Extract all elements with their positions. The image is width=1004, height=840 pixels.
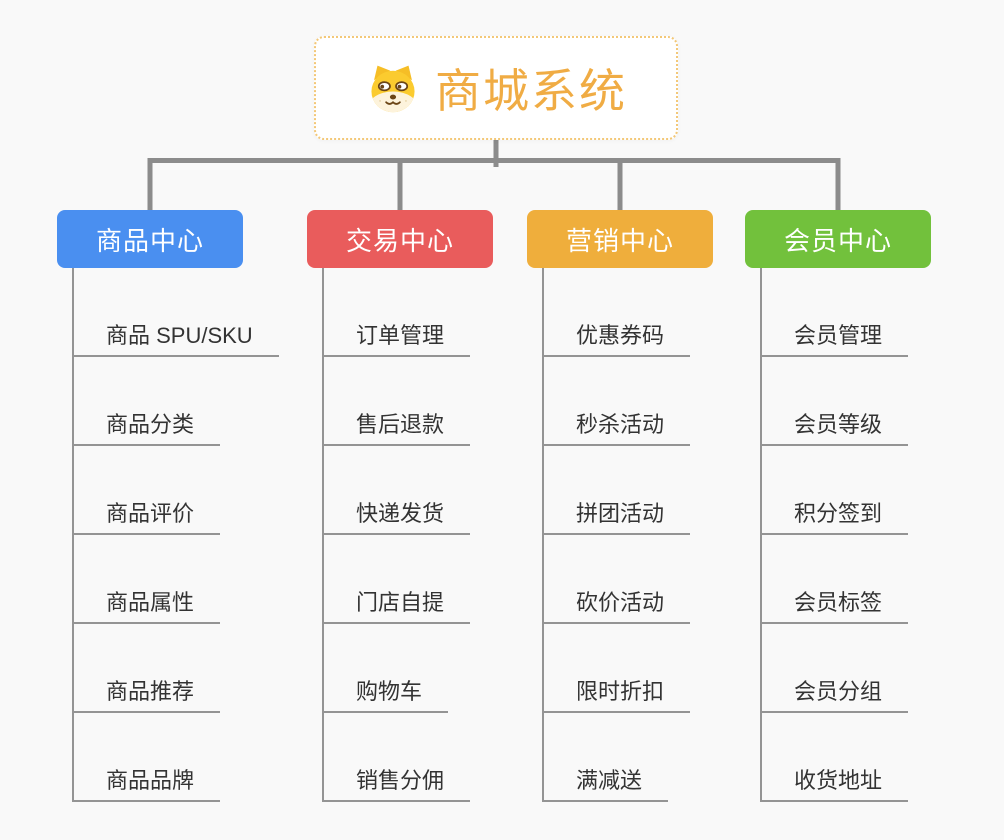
leaf-label: 快递发货 bbox=[324, 500, 471, 535]
leaf-label: 销售分佣 bbox=[324, 767, 471, 802]
leaf-node[interactable]: 商品分类 bbox=[74, 357, 279, 446]
branch-node-products[interactable]: 商品中心 bbox=[57, 210, 243, 268]
branch-column-products: 商品中心 商品 SPU/SKU 商品分类 商品评价 商品属性 商品推荐 商品品牌 bbox=[57, 210, 279, 802]
leaf-label: 收货地址 bbox=[762, 767, 909, 802]
leaf-node[interactable]: 满减送 bbox=[544, 713, 690, 802]
branch-column-marketing: 营销中心 优惠券码 秒杀活动 拼团活动 砍价活动 限时折扣 满减送 bbox=[527, 210, 713, 802]
leaf-label: 商品品牌 bbox=[74, 767, 221, 802]
leaf-label: 秒杀活动 bbox=[544, 411, 691, 446]
leaf-node[interactable]: 门店自提 bbox=[324, 535, 471, 624]
leaf-label: 门店自提 bbox=[324, 589, 471, 624]
leaf-node[interactable]: 会员管理 bbox=[762, 268, 909, 357]
leaf-list-marketing: 优惠券码 秒杀活动 拼团活动 砍价活动 限时折扣 满减送 bbox=[542, 268, 691, 802]
leaf-list-members: 会员管理 会员等级 积分签到 会员标签 会员分组 收货地址 bbox=[760, 268, 909, 802]
leaf-label: 购物车 bbox=[324, 678, 449, 713]
leaf-node[interactable]: 购物车 bbox=[324, 624, 470, 713]
leaf-node[interactable]: 订单管理 bbox=[324, 268, 471, 357]
leaf-node[interactable]: 快递发货 bbox=[324, 446, 471, 535]
leaf-label: 会员管理 bbox=[762, 322, 909, 357]
leaf-label: 商品评价 bbox=[74, 500, 221, 535]
leaf-node[interactable]: 优惠券码 bbox=[544, 268, 691, 357]
leaf-node[interactable]: 限时折扣 bbox=[544, 624, 691, 713]
leaf-label: 会员等级 bbox=[762, 411, 909, 446]
leaf-label: 拼团活动 bbox=[544, 500, 691, 535]
leaf-node[interactable]: 会员标签 bbox=[762, 535, 909, 624]
leaf-node[interactable]: 积分签到 bbox=[762, 446, 909, 535]
branch-label: 营销中心 bbox=[565, 225, 674, 256]
leaf-label: 商品属性 bbox=[74, 589, 221, 624]
branch-column-members: 会员中心 会员管理 会员等级 积分签到 会员标签 会员分组 收货地址 bbox=[745, 210, 931, 802]
leaf-node[interactable]: 会员等级 bbox=[762, 357, 909, 446]
leaf-node[interactable]: 会员分组 bbox=[762, 624, 909, 713]
root-title: 商城系统 bbox=[435, 65, 627, 117]
leaf-node[interactable]: 销售分佣 bbox=[324, 713, 471, 802]
leaf-node[interactable]: 商品品牌 bbox=[74, 713, 279, 802]
leaf-node[interactable]: 拼团活动 bbox=[544, 446, 691, 535]
leaf-node[interactable]: 商品 SPU/SKU bbox=[74, 268, 279, 357]
leaf-label: 商品推荐 bbox=[74, 678, 221, 713]
leaf-list-trade: 订单管理 售后退款 快递发货 门店自提 购物车 销售分佣 bbox=[322, 268, 471, 802]
leaf-node[interactable]: 商品推荐 bbox=[74, 624, 279, 713]
leaf-label: 会员分组 bbox=[762, 678, 909, 713]
branch-node-marketing[interactable]: 营销中心 bbox=[527, 210, 713, 268]
leaf-label: 限时折扣 bbox=[544, 678, 691, 713]
leaf-label: 订单管理 bbox=[324, 322, 471, 357]
branch-node-members[interactable]: 会员中心 bbox=[745, 210, 931, 268]
branch-label: 交易中心 bbox=[345, 225, 454, 256]
leaf-node[interactable]: 商品评价 bbox=[74, 446, 279, 535]
leaf-node[interactable]: 商品属性 bbox=[74, 535, 279, 624]
branch-node-trade[interactable]: 交易中心 bbox=[307, 210, 493, 268]
leaf-node[interactable]: 砍价活动 bbox=[544, 535, 691, 624]
root-node[interactable]: 商城系统 bbox=[314, 36, 678, 140]
leaf-label: 售后退款 bbox=[324, 411, 471, 446]
branch-label: 商品中心 bbox=[95, 225, 204, 256]
leaf-label: 满减送 bbox=[544, 767, 669, 802]
branch-column-trade: 交易中心 订单管理 售后退款 快递发货 门店自提 购物车 销售分佣 bbox=[307, 210, 493, 802]
leaf-label: 砍价活动 bbox=[544, 589, 691, 624]
shiba-dog-face-icon bbox=[365, 63, 421, 113]
leaf-node[interactable]: 售后退款 bbox=[324, 357, 471, 446]
leaf-node[interactable]: 秒杀活动 bbox=[544, 357, 691, 446]
leaf-label: 优惠券码 bbox=[544, 322, 691, 357]
leaf-label: 商品分类 bbox=[74, 411, 221, 446]
leaf-label: 积分签到 bbox=[762, 500, 909, 535]
leaf-node[interactable]: 收货地址 bbox=[762, 713, 909, 802]
leaf-label: 会员标签 bbox=[762, 589, 909, 624]
branch-label: 会员中心 bbox=[783, 225, 892, 256]
leaf-label: 商品 SPU/SKU bbox=[74, 322, 279, 357]
leaf-list-products: 商品 SPU/SKU 商品分类 商品评价 商品属性 商品推荐 商品品牌 bbox=[72, 268, 279, 802]
